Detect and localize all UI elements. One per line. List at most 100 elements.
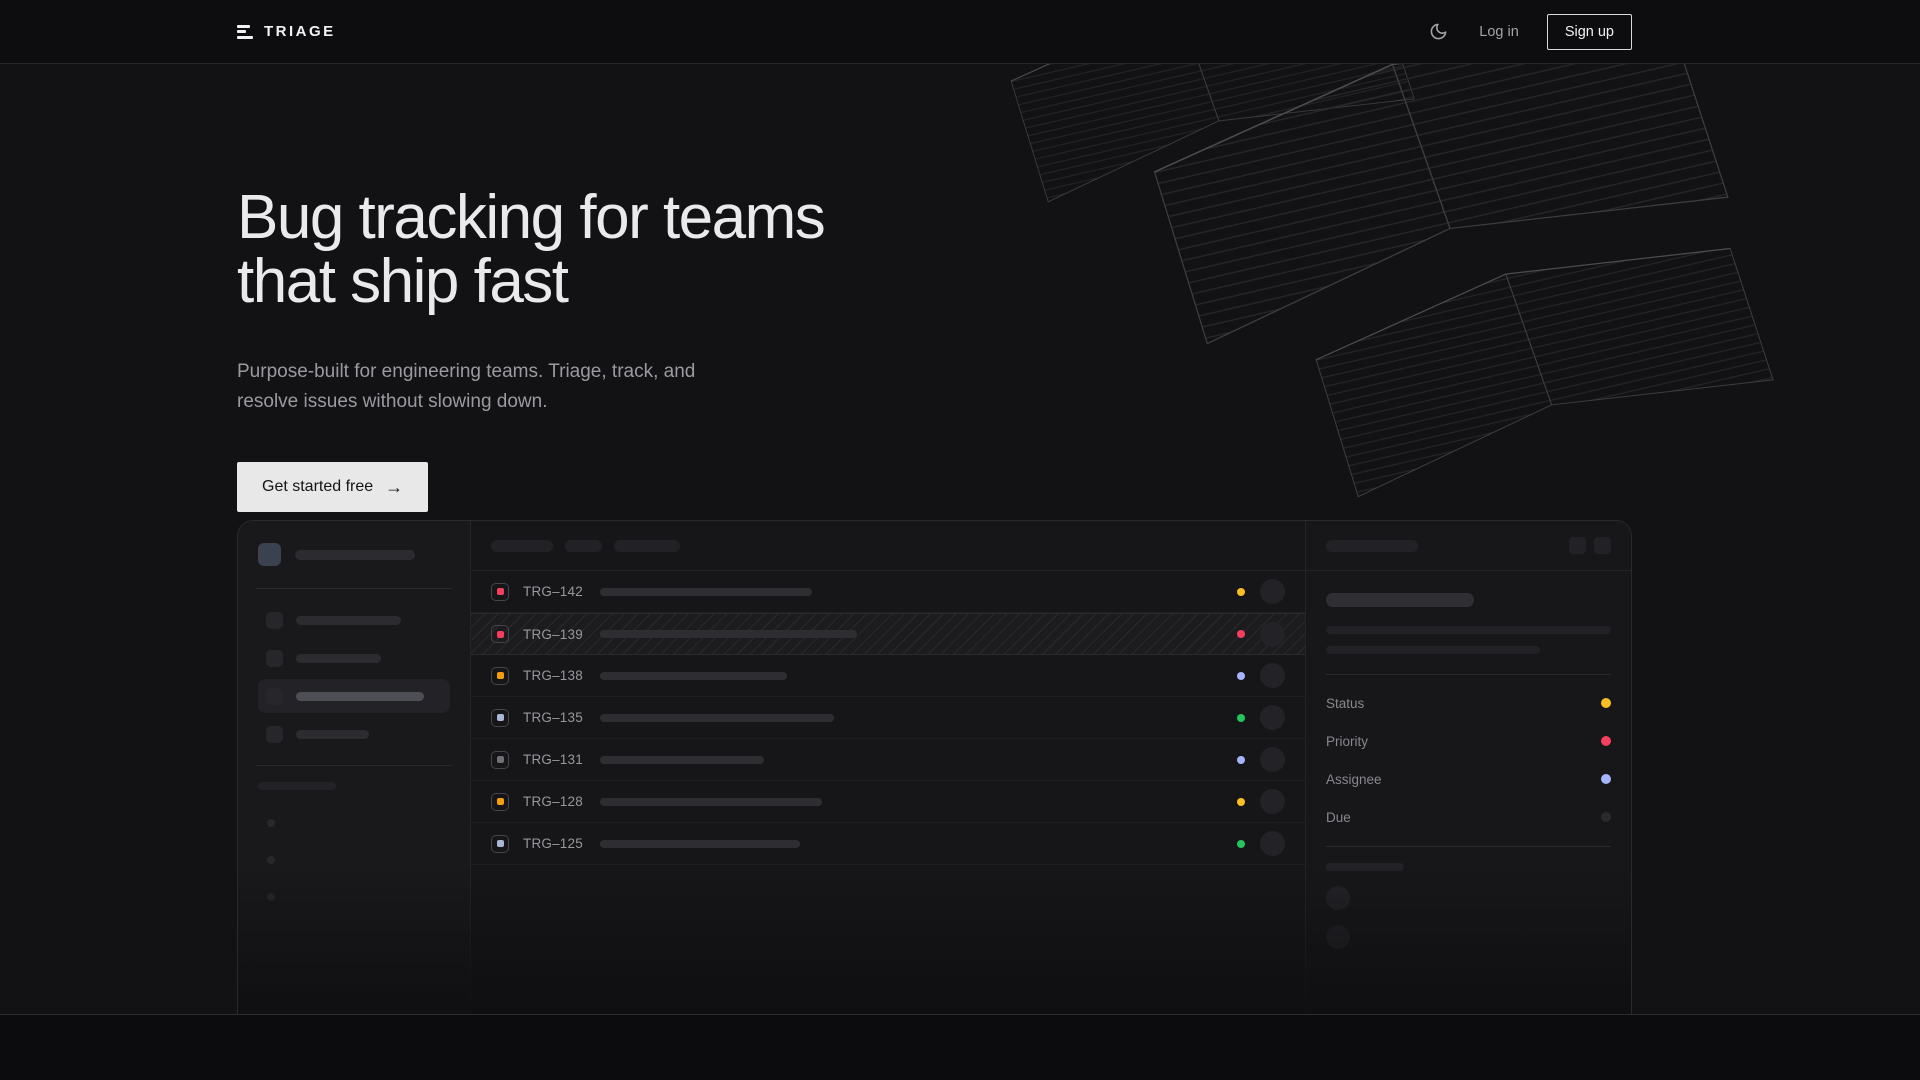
issue-id: TRG–131 xyxy=(523,752,583,767)
issue-id: TRG–125 xyxy=(523,836,583,851)
sidebar-divider xyxy=(256,765,452,766)
detail-field-row: Due xyxy=(1326,798,1611,836)
issue-row: TRG–135 xyxy=(471,697,1305,739)
get-started-button[interactable]: Get started free → xyxy=(237,462,429,512)
issue-title-skeleton xyxy=(600,671,787,680)
assignee-avatar-skeleton xyxy=(1260,663,1285,688)
field-label: Due xyxy=(1326,809,1351,825)
sidebar-dot xyxy=(267,819,275,827)
sidebar-nav xyxy=(258,589,450,765)
issue-title-skeleton xyxy=(600,587,812,596)
brand-name: TRIAGE xyxy=(264,23,336,40)
detail-panel-body: Status Priority Assignee Due xyxy=(1306,571,1631,949)
issue-row: TRG–138 xyxy=(471,655,1305,697)
sidebar-item-skeleton xyxy=(296,729,369,739)
filter-skeleton xyxy=(491,539,553,552)
hero-subtitle: Purpose-built for engineering teams. Tri… xyxy=(237,361,696,412)
section-label-skeleton xyxy=(258,782,336,790)
field-label: Assignee xyxy=(1326,771,1382,787)
sidebar-dot xyxy=(267,893,275,901)
issue-id: TRG–135 xyxy=(523,710,583,725)
issue-row: TRG–142 xyxy=(471,571,1305,613)
triage-bars-icon xyxy=(237,24,253,39)
panel-divider xyxy=(1326,846,1611,847)
issue-list: TRG–142 TRG–139 TRG–138 TRG–135 TRG–131 xyxy=(471,571,1305,865)
sidebar-item-icon xyxy=(266,649,283,667)
assignee-avatar-skeleton xyxy=(1260,831,1285,856)
hero-title-line-1: Bug tracking for teams xyxy=(237,183,826,252)
issue-row: TRG–139 xyxy=(471,613,1305,655)
issue-id: TRG–142 xyxy=(523,584,583,599)
app-mockup: TRG–142 TRG–139 TRG–138 TRG–135 TRG–131 xyxy=(237,520,1632,1014)
description-skeleton xyxy=(1326,646,1540,654)
detail-field-row: Status xyxy=(1326,684,1611,722)
activity-label-skeleton xyxy=(1326,863,1404,871)
issue-row: TRG–125 xyxy=(471,823,1305,865)
issue-type-icon xyxy=(491,792,509,811)
assignee-avatar-skeleton xyxy=(1260,705,1285,730)
issue-status-dot xyxy=(1237,587,1245,596)
top-nav: TRIAGE Log in Sign up xyxy=(0,0,1920,64)
issue-title-skeleton xyxy=(600,755,764,764)
login-link[interactable]: Log in xyxy=(1479,23,1519,40)
workspace-avatar xyxy=(258,543,281,566)
sidebar-item-icon xyxy=(266,687,283,705)
field-label: Priority xyxy=(1326,733,1369,749)
issue-status-dot xyxy=(1237,797,1245,806)
panel-title-skeleton xyxy=(1326,539,1418,552)
filter-skeleton xyxy=(614,539,680,552)
panel-action-icon xyxy=(1594,537,1611,554)
assignee-avatar-skeleton xyxy=(1260,579,1285,604)
issue-list-pane: TRG–142 TRG–139 TRG–138 TRG–135 TRG–131 xyxy=(471,521,1306,1014)
issue-status-dot xyxy=(1237,713,1245,722)
issue-title-skeleton xyxy=(600,630,857,638)
filter-skeleton xyxy=(565,539,602,552)
panel-divider xyxy=(1326,674,1611,675)
wireframe-panels-decoration xyxy=(1010,64,1774,498)
assignee-avatar-skeleton xyxy=(1260,789,1285,814)
issue-title-skeleton xyxy=(600,839,800,848)
issue-type-icon xyxy=(491,582,509,601)
sidebar-item-skeleton xyxy=(296,691,424,701)
issue-type-icon xyxy=(491,708,509,727)
sidebar-divider xyxy=(256,588,452,589)
assignee-avatar-skeleton xyxy=(1260,747,1285,772)
panel-action-icon xyxy=(1569,537,1586,554)
issue-id: TRG–128 xyxy=(523,794,583,809)
description-skeleton xyxy=(1326,626,1611,634)
sidebar-item xyxy=(258,717,450,751)
panel-header-buttons xyxy=(1569,537,1611,554)
detail-panel-header xyxy=(1306,521,1631,571)
sidebar-item-skeleton xyxy=(296,615,401,625)
issue-id: TRG–138 xyxy=(523,668,583,683)
brand-logo[interactable]: TRIAGE xyxy=(237,23,336,40)
detail-field-row: Priority xyxy=(1326,722,1611,760)
field-value-dot xyxy=(1601,736,1611,746)
issue-type-icon xyxy=(491,625,509,643)
field-value-dot xyxy=(1601,698,1611,708)
issue-row: TRG–131 xyxy=(471,739,1305,781)
workspace-row xyxy=(258,543,450,566)
sidebar-item xyxy=(258,641,450,675)
theme-toggle-button[interactable] xyxy=(1425,19,1451,45)
mockup-sidebar xyxy=(238,521,471,1014)
activity-avatar-skeleton xyxy=(1326,925,1350,949)
hero-title-line-2: that ship fast xyxy=(237,247,569,316)
activity-avatar-skeleton xyxy=(1326,886,1350,910)
issue-type-icon xyxy=(491,666,509,685)
signup-button[interactable]: Sign up xyxy=(1546,13,1632,50)
sidebar-dot xyxy=(267,856,275,864)
hero-title: Bug tracking for teams that ship fast xyxy=(237,183,826,316)
detail-field-row: Assignee xyxy=(1326,760,1611,798)
issue-row: TRG–128 xyxy=(471,781,1305,823)
moon-icon xyxy=(1430,23,1447,40)
issue-type-icon xyxy=(491,834,509,853)
issue-title-skeleton xyxy=(600,797,822,806)
sidebar-item-icon xyxy=(266,725,283,743)
nav-actions: Log in Sign up xyxy=(1425,13,1632,50)
workspace-name-skeleton xyxy=(295,549,415,560)
cta-label: Get started free xyxy=(262,478,374,495)
sidebar-item xyxy=(258,603,450,637)
field-label: Status xyxy=(1326,695,1365,711)
field-value-dot xyxy=(1601,774,1611,784)
